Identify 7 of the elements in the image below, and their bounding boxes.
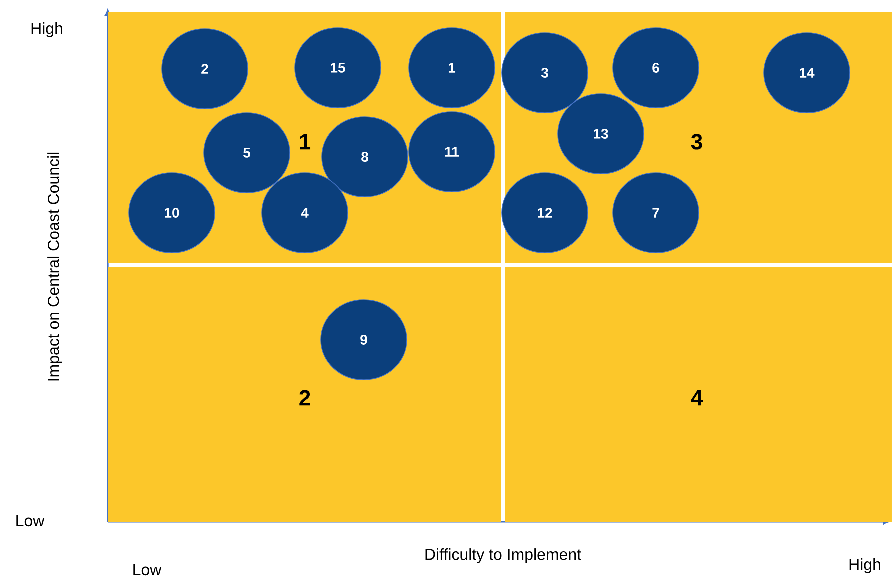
quadrant-area: 4 (505, 267, 892, 522)
axis-title: Difficulty to Implement (426, 548, 582, 564)
label: Low (134, 564, 162, 576)
label: High (32, 22, 62, 38)
axis-title: Impact on Central Coast Council (48, 152, 62, 381)
label: Low (16, 515, 45, 527)
label: High (850, 558, 880, 574)
